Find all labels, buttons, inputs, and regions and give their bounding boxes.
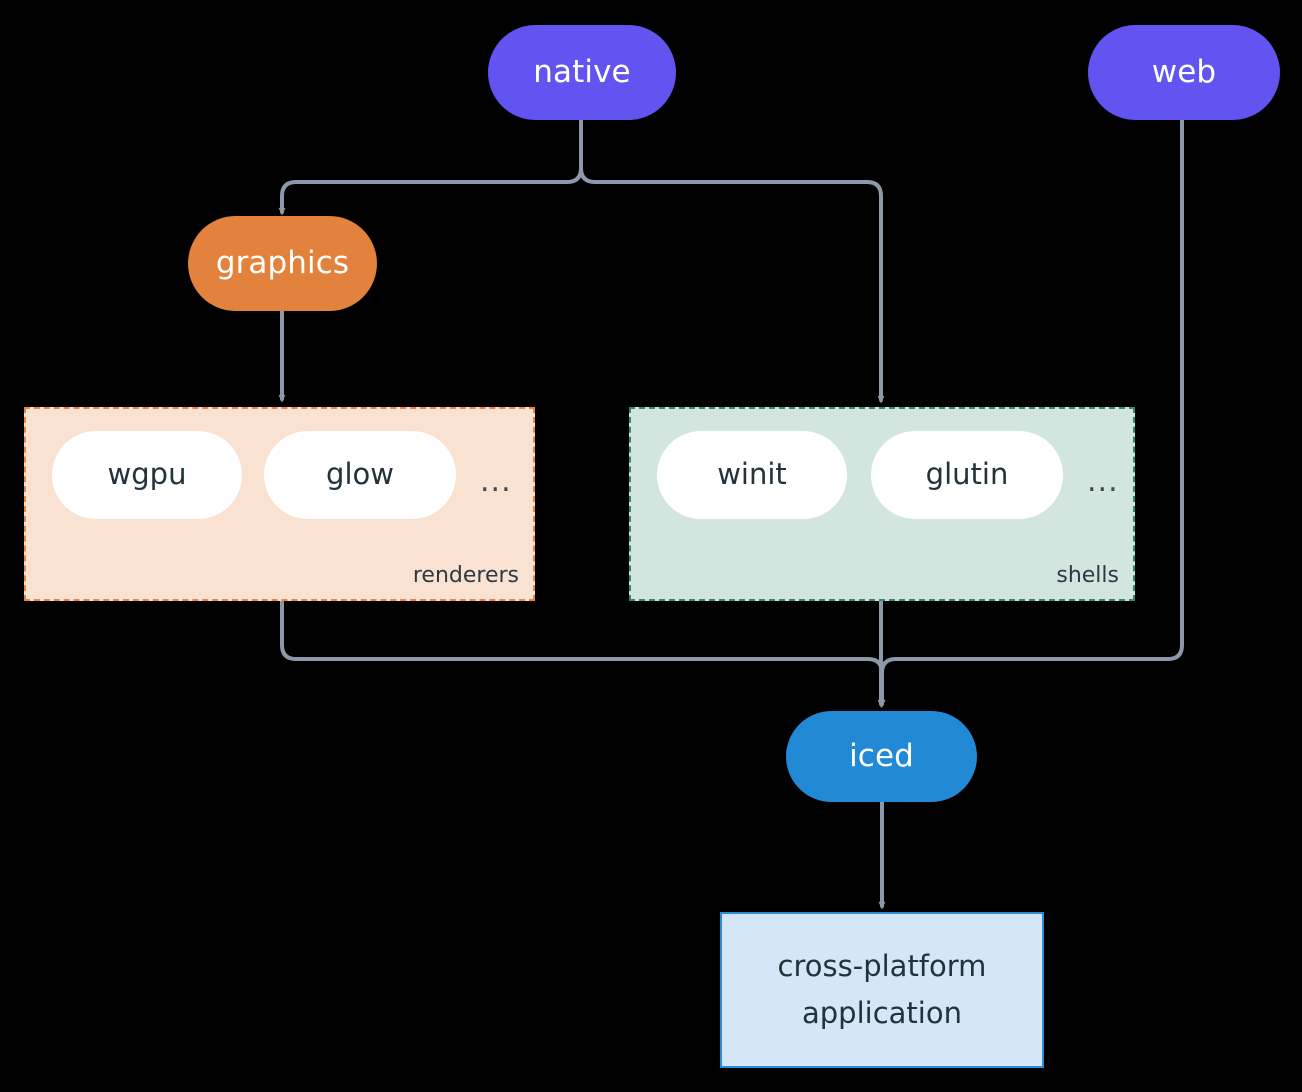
node-native[interactable]: native: [488, 25, 676, 120]
renderers-more-ellipsis: ...: [480, 464, 512, 499]
cluster-shells-label: shells: [1056, 563, 1119, 588]
node-graphics-label: graphics: [215, 245, 350, 282]
cluster-shells: winit glutin ... shells: [629, 407, 1135, 601]
node-web[interactable]: web: [1088, 25, 1280, 120]
cluster-renderers: wgpu glow ... renderers: [24, 407, 535, 601]
node-iced-label: iced: [849, 738, 914, 775]
edge-renderers-iced: [280, 599, 886, 708]
shell-item-glutin-label: glutin: [925, 457, 1009, 492]
renderer-item-wgpu[interactable]: wgpu: [52, 431, 242, 519]
shell-item-winit[interactable]: winit: [657, 431, 847, 519]
renderer-item-wgpu-label: wgpu: [107, 457, 187, 492]
shells-more-ellipsis: ...: [1087, 464, 1119, 499]
edge-native-shells: [579, 118, 885, 404]
cluster-renderers-label: renderers: [412, 563, 519, 588]
renderer-item-glow[interactable]: glow: [264, 431, 456, 519]
node-iced[interactable]: iced: [786, 711, 977, 802]
application-label-line2: application: [802, 996, 962, 1030]
node-web-label: web: [1151, 54, 1217, 91]
node-native-label: native: [533, 54, 631, 91]
shell-item-winit-label: winit: [717, 457, 787, 492]
shell-item-glutin[interactable]: glutin: [871, 431, 1063, 519]
node-cross-platform-application[interactable]: cross-platform application: [720, 912, 1044, 1068]
renderer-item-glow-label: glow: [326, 457, 394, 492]
node-graphics[interactable]: graphics: [188, 216, 377, 311]
edge-native-bus: [278, 118, 583, 216]
application-label-line1: cross-platform: [777, 949, 987, 984]
